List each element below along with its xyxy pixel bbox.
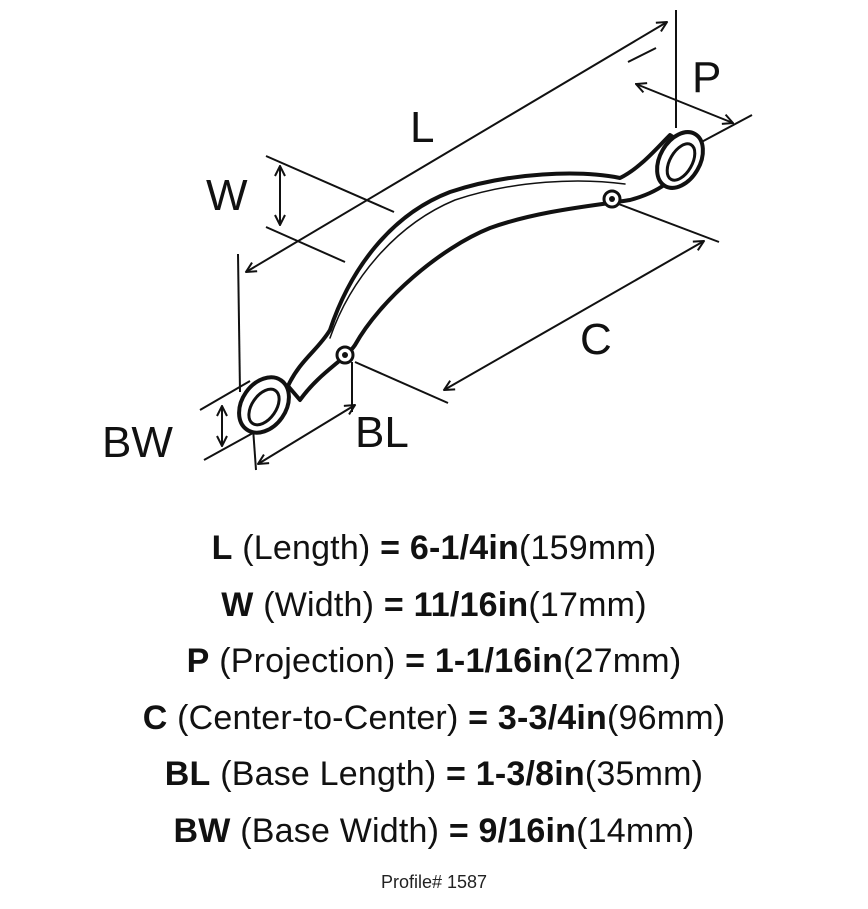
spec-code: W [221,585,254,624]
spec-code: C [142,698,168,737]
spec-name: (Width) [263,585,375,624]
projection-extension [693,114,753,147]
spec-row-base-length: BL (Base Length) = 1-3/8in(35mm) [0,746,868,803]
length-extension-left [237,253,241,393]
spec-name: (Base Length) [220,755,437,793]
spec-inches: 1-1/16in [434,642,564,680]
label-width: W [206,171,248,220]
spec-equals: = [448,811,469,850]
spec-equals: = [468,698,489,737]
projection-extension-top [627,47,657,63]
right-screw-center [609,196,615,202]
spec-inches: 1-3/8in [475,755,585,793]
width-extension-top [265,155,395,213]
spec-code: L [211,529,233,567]
center-extension-right [615,202,720,243]
center-dimension-line [444,241,704,390]
spec-code: BL [164,755,211,793]
spec-name: (Length) [242,529,371,567]
spec-name: (Projection) [219,642,396,680]
spec-mm: (17mm) [528,585,647,624]
width-extension-bottom [265,226,346,263]
spec-mm: (96mm) [606,698,726,737]
spec-name: (Base Width) [240,811,440,850]
spec-inches: 11/16in [413,585,529,624]
spec-name: (Center-to-Center) [177,698,459,737]
label-length: L [410,103,434,152]
handle-illustration [237,130,705,435]
spec-code: P [186,642,210,680]
spec-mm: (14mm) [576,811,695,850]
length-dimension-line [246,22,667,272]
spec-mm: (35mm) [584,755,704,793]
spec-row-center-to-center: C (Center-to-Center) = 3-3/4in(96mm) [0,690,868,747]
projection-dimension-line [636,84,733,123]
handle-bar-highlight [329,180,626,339]
spec-row-width: W (Width) = 11/16in(17mm) [0,577,868,634]
handle-dimension-diagram: L P W C BL BW [102,10,753,471]
spec-row-length: L (Length) = 6-1/4in(159mm) [0,520,868,577]
spec-equals: = [380,529,401,567]
spec-inches: 3-3/4in [497,698,607,737]
profile-number: Profile# 1587 [380,872,488,892]
label-center: C [580,315,612,364]
spec-inches: 9/16in [478,811,577,850]
spec-equals: = [446,755,467,793]
label-projection: P [692,53,721,102]
left-base-hole [247,387,281,427]
base-length-dimension-line [258,405,355,464]
spec-inches: 6-1/4in [409,529,519,567]
spec-row-projection: P (Projection) = 1-1/16in(27mm) [0,633,868,690]
spec-mm: (159mm) [518,529,657,567]
spec-equals: = [383,585,404,624]
label-base-length: BL [355,408,409,457]
spec-equals: = [405,642,426,680]
center-extension-left [354,361,449,404]
label-base-width: BW [102,418,173,467]
spec-row-base-width: BW (Base Width) = 9/16in(14mm) [0,803,868,860]
base-length-extension-left [252,427,257,471]
left-screw-center [342,352,348,358]
right-base-hole [665,142,697,182]
dimension-specs: L (Length) = 6-1/4in(159mm) W (Width) = … [0,520,868,859]
spec-mm: (27mm) [563,642,682,680]
spec-code: BW [173,811,231,850]
base-width-extension-top [199,380,251,411]
